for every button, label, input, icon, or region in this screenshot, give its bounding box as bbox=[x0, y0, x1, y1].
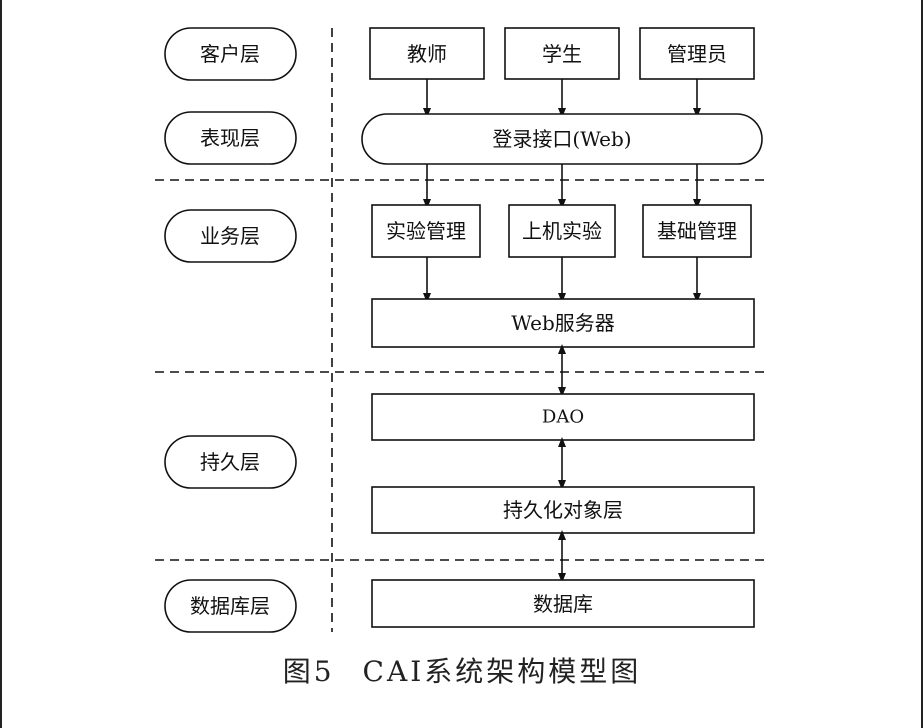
layer-business-label: 业务层 bbox=[200, 224, 260, 248]
architecture-diagram: 客户层 表现层 业务层 持久层 数据库层 教师 学生 管理员 登录接口(Web) bbox=[155, 27, 766, 633]
database-box: 数据库 bbox=[371, 579, 755, 628]
dao-box: DAO bbox=[371, 393, 755, 441]
layer-database-label: 数据库层 bbox=[190, 594, 270, 618]
database-label: 数据库 bbox=[533, 592, 593, 616]
module-experiment-management-label: 实验管理 bbox=[386, 219, 466, 243]
login-interface: 登录接口(Web) bbox=[361, 113, 763, 165]
module-basic-management-box: 基础管理 bbox=[642, 204, 752, 258]
client-admin-box: 管理员 bbox=[639, 27, 755, 80]
client-teacher-box: 教师 bbox=[369, 27, 485, 80]
persistent-objects-box: 持久化对象层 bbox=[371, 486, 755, 534]
layer-persistence-label: 持久层 bbox=[200, 450, 260, 474]
persistent-objects-label: 持久化对象层 bbox=[503, 498, 623, 522]
layer-presentation-label: 表现层 bbox=[200, 126, 260, 150]
client-student-label: 学生 bbox=[542, 42, 582, 66]
figure-caption: 图5 CAI系统架构模型图 bbox=[0, 650, 924, 690]
layer-client: 客户层 bbox=[164, 27, 297, 81]
layer-client-label: 客户层 bbox=[200, 42, 260, 66]
layer-presentation: 表现层 bbox=[164, 111, 297, 165]
web-server-label: Web服务器 bbox=[511, 311, 615, 335]
module-basic-management-label: 基础管理 bbox=[657, 219, 737, 243]
dao-label: DAO bbox=[542, 407, 584, 428]
frame-left-border bbox=[0, 0, 2, 728]
layer-database: 数据库层 bbox=[164, 579, 297, 633]
frame-right-border bbox=[921, 0, 923, 728]
module-experiment-management-box: 实验管理 bbox=[371, 204, 481, 258]
login-interface-label: 登录接口(Web) bbox=[492, 127, 631, 151]
module-computer-experiment-box: 上机实验 bbox=[508, 204, 616, 258]
client-student-box: 学生 bbox=[504, 27, 620, 80]
module-computer-experiment-label: 上机实验 bbox=[522, 219, 602, 243]
layer-business: 业务层 bbox=[164, 209, 297, 263]
web-server-box: Web服务器 bbox=[371, 298, 755, 348]
figure-number: 图5 bbox=[282, 655, 335, 688]
figure-title: CAI系统架构模型图 bbox=[362, 655, 642, 688]
layer-persistence: 持久层 bbox=[164, 435, 297, 489]
client-teacher-label: 教师 bbox=[407, 42, 447, 66]
client-admin-label: 管理员 bbox=[667, 42, 727, 66]
